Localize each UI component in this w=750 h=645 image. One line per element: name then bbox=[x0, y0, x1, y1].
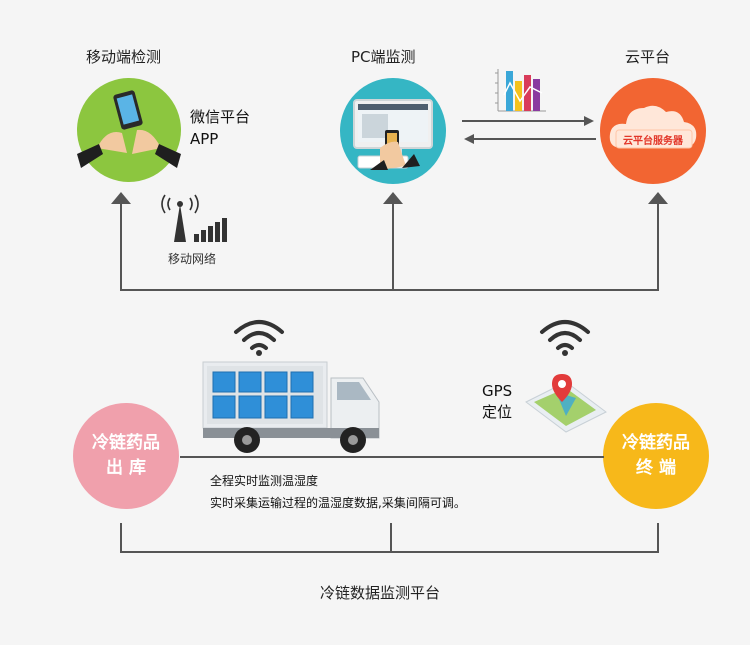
gps-label-1: GPS bbox=[482, 382, 513, 400]
bracket-right-vertical bbox=[657, 523, 659, 552]
terminal-circle: 冷链药品 终 端 bbox=[603, 403, 709, 509]
origin-line-1: 冷链药品 bbox=[92, 433, 160, 453]
connector-mid-vertical bbox=[392, 200, 394, 290]
wechat-label-2: APP bbox=[190, 130, 219, 148]
cloud-server-label: 云平台服务器 bbox=[623, 136, 683, 147]
desc-line-2: 实时采集运输过程的温湿度数据,采集间隔可调。 bbox=[210, 496, 466, 510]
connector-right-vertical bbox=[657, 200, 659, 290]
mobile-network-label: 移动网络 bbox=[168, 252, 217, 266]
origin-circle: 冷链药品 出 库 bbox=[73, 403, 179, 509]
gps-label-2: 定位 bbox=[482, 403, 513, 421]
truck-icon bbox=[202, 361, 380, 453]
road-line bbox=[180, 456, 604, 458]
terminal-line-1: 冷链药品 bbox=[622, 433, 690, 453]
connector-horizontal bbox=[120, 289, 659, 291]
sync-arrows bbox=[462, 116, 596, 144]
cloud-title: 云平台 bbox=[625, 48, 671, 66]
bar-chart-icon bbox=[495, 69, 546, 112]
connector-left-vertical bbox=[120, 200, 122, 290]
map-pin-icon bbox=[525, 374, 607, 433]
origin-line-2: 出 库 bbox=[106, 458, 146, 478]
desc-line-1: 全程实时监测温湿度 bbox=[210, 474, 319, 488]
mobile-title: 移动端检测 bbox=[86, 48, 162, 66]
pc-title: PC端监测 bbox=[351, 48, 416, 66]
arrow-up-mid-icon bbox=[383, 192, 403, 204]
cloud-icon bbox=[609, 105, 697, 149]
terminal-line-2: 终 端 bbox=[636, 458, 676, 478]
arrow-up-right-icon bbox=[648, 192, 668, 204]
phone-in-hands-icon bbox=[77, 90, 181, 168]
arrow-up-left-icon bbox=[111, 192, 131, 204]
signal-tower-icon bbox=[161, 194, 227, 242]
bracket-left-vertical bbox=[120, 523, 122, 552]
pc-monitor-icon bbox=[353, 99, 433, 170]
wifi-icon bbox=[540, 320, 590, 356]
wechat-label-1: 微信平台 bbox=[190, 108, 251, 126]
bracket-mid-vertical bbox=[390, 523, 392, 552]
bracket-horizontal bbox=[120, 551, 659, 553]
platform-title: 冷链数据监测平台 bbox=[320, 584, 441, 602]
wifi-icon bbox=[234, 320, 284, 356]
